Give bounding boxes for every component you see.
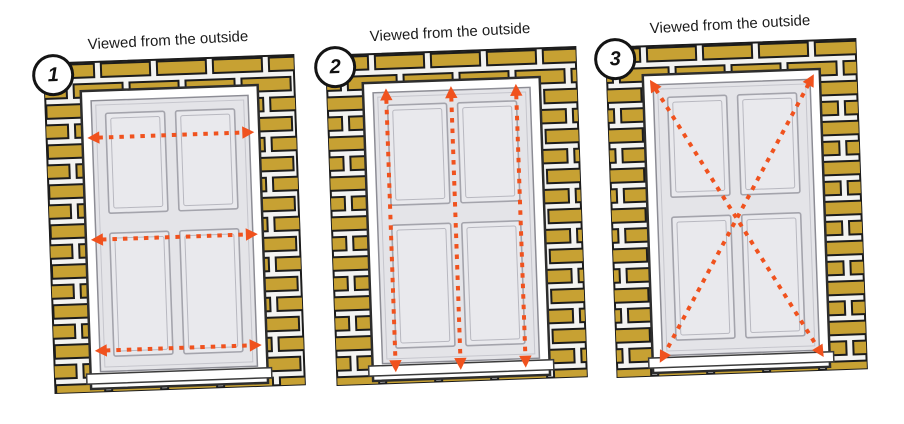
door-panel — [104, 110, 169, 215]
arrowhead-icon — [510, 83, 523, 97]
door-leaf — [372, 86, 541, 365]
arrowhead-icon — [519, 355, 532, 368]
step-panel-1: Viewed from the outside 1 — [31, 26, 307, 398]
door-panel — [740, 212, 806, 339]
arrowhead-icon — [90, 233, 104, 246]
arrowhead-icon — [87, 131, 100, 144]
arrowhead-icon — [445, 86, 458, 99]
door-sill — [85, 366, 273, 385]
door-panel — [460, 220, 526, 347]
panel-caption: Viewed from the outside — [369, 19, 531, 46]
arrowhead-icon — [242, 126, 255, 139]
arrowhead-icon — [454, 357, 467, 370]
door-scene-1: 1 — [31, 53, 307, 398]
door-panel — [174, 108, 239, 212]
door-panel — [108, 230, 174, 357]
panel-caption: Viewed from the outside — [649, 11, 811, 38]
door-illustration-diagonal-measure — [604, 37, 868, 379]
measurement-line — [105, 343, 251, 353]
door-panel — [386, 102, 451, 207]
arrowhead-icon — [659, 349, 671, 363]
door-panel — [666, 94, 731, 199]
arrowhead-icon — [649, 79, 662, 94]
door-sill — [647, 350, 835, 369]
arrowhead-icon — [380, 88, 393, 101]
door-panel — [456, 100, 521, 204]
door-panel — [390, 222, 456, 349]
measurement-line — [384, 99, 398, 362]
step-panel-2: Viewed from the outside 2 — [313, 18, 589, 390]
measurement-line — [514, 94, 528, 357]
measurement-line — [101, 232, 247, 242]
door-scene-2: 2 — [313, 45, 589, 390]
arrowhead-icon — [802, 74, 814, 88]
door-scene-3: 3 — [593, 37, 869, 382]
measurement-arrows-diagonal — [649, 74, 824, 363]
measurement-line — [98, 130, 244, 140]
door-leaf — [90, 94, 259, 373]
door-illustration-width-measure — [42, 53, 306, 395]
panel-caption: Viewed from the outside — [87, 27, 249, 54]
measurement-line — [663, 82, 811, 354]
door-panel — [736, 92, 801, 196]
door-illustration-height-measure — [324, 45, 588, 387]
measurement-arrows-height — [380, 83, 532, 373]
arrowhead-icon — [389, 359, 402, 373]
arrowhead-icon — [812, 343, 824, 358]
door-panel — [178, 228, 244, 355]
step-panel-3: Viewed from the outside 3 — [593, 10, 869, 382]
arrowhead-icon — [94, 344, 108, 357]
arrowhead-icon — [245, 228, 258, 241]
arrowhead-icon — [249, 339, 262, 352]
measurement-line — [654, 88, 820, 349]
measurement-line — [449, 97, 463, 360]
measurement-arrows-width — [87, 126, 262, 357]
